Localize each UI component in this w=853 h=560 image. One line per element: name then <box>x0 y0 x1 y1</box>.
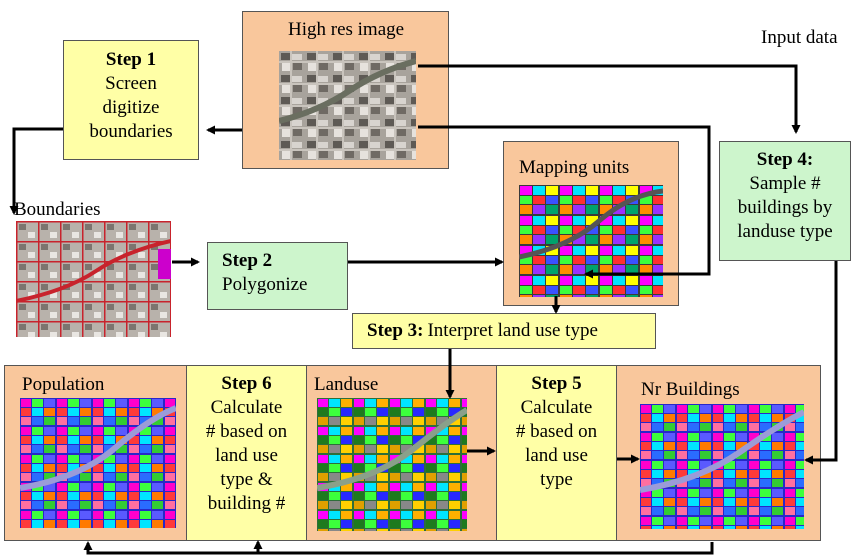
step5-line2: # based on <box>515 421 598 442</box>
step1-line3: boundaries <box>89 121 173 142</box>
step6-line4: type & <box>220 469 273 490</box>
step3-box: Step 3: Interpret land use type <box>352 313 656 349</box>
mapping-units-box: Mapping units <box>503 141 679 306</box>
step4-box: Step 4: Sample # buildings by landuse ty… <box>719 141 851 261</box>
step6-line2: # based on <box>205 421 288 442</box>
input-data-label: Input data <box>761 27 838 48</box>
step6-box: Step 6 Calculate # based on land use typ… <box>186 365 307 541</box>
landuse-map <box>317 398 467 531</box>
step5-box: Step 5 Calculate # based on land use typ… <box>496 365 617 541</box>
arrow-bottom-to-population <box>83 541 714 555</box>
step1-line1: Screen <box>105 73 157 94</box>
step6-line3: land use <box>215 445 278 466</box>
step4-line1: Sample # <box>749 173 821 194</box>
population-title: Population <box>22 374 105 395</box>
landuse-title: Landuse <box>314 374 379 395</box>
boundaries-title: Boundaries <box>14 199 101 220</box>
step2-title: Step 2 <box>222 250 273 271</box>
nr-buildings-map <box>640 404 804 529</box>
step4-title: Step 4: <box>756 149 814 170</box>
step1-box: Step 1 Screen digitize boundaries <box>63 40 199 160</box>
step6-line5: building # <box>207 493 286 514</box>
step1-line2: digitize <box>102 97 160 118</box>
step2-box: Step 2 Polygonize <box>207 242 348 310</box>
step6-title: Step 6 <box>221 373 272 394</box>
boundaries-image <box>16 221 171 337</box>
step6-line1: Calculate <box>210 397 283 418</box>
high-res-image-title: High res image <box>288 19 405 40</box>
step2-text: Polygonize <box>222 274 308 295</box>
nr-buildings-title: Nr Buildings <box>641 379 740 400</box>
population-map <box>20 398 176 528</box>
step5-line3: land use <box>525 445 588 466</box>
step5-line4: type <box>540 469 573 490</box>
step4-line3: landuse type <box>737 221 833 242</box>
step3-title: Step 3: <box>367 320 424 341</box>
step4-line2: buildings by <box>737 197 833 218</box>
aerial-image <box>279 51 416 160</box>
mapping-units-map <box>519 185 663 297</box>
high-res-image-box: High res image <box>242 11 449 169</box>
mapping-units-title: Mapping units <box>519 157 630 178</box>
step3-text: Interpret land use type <box>427 320 598 341</box>
arrow-highres-to-step4 <box>418 64 801 134</box>
step5-line1: Calculate <box>520 397 593 418</box>
step5-title: Step 5 <box>531 373 582 394</box>
step1-title: Step 1 <box>105 49 157 70</box>
